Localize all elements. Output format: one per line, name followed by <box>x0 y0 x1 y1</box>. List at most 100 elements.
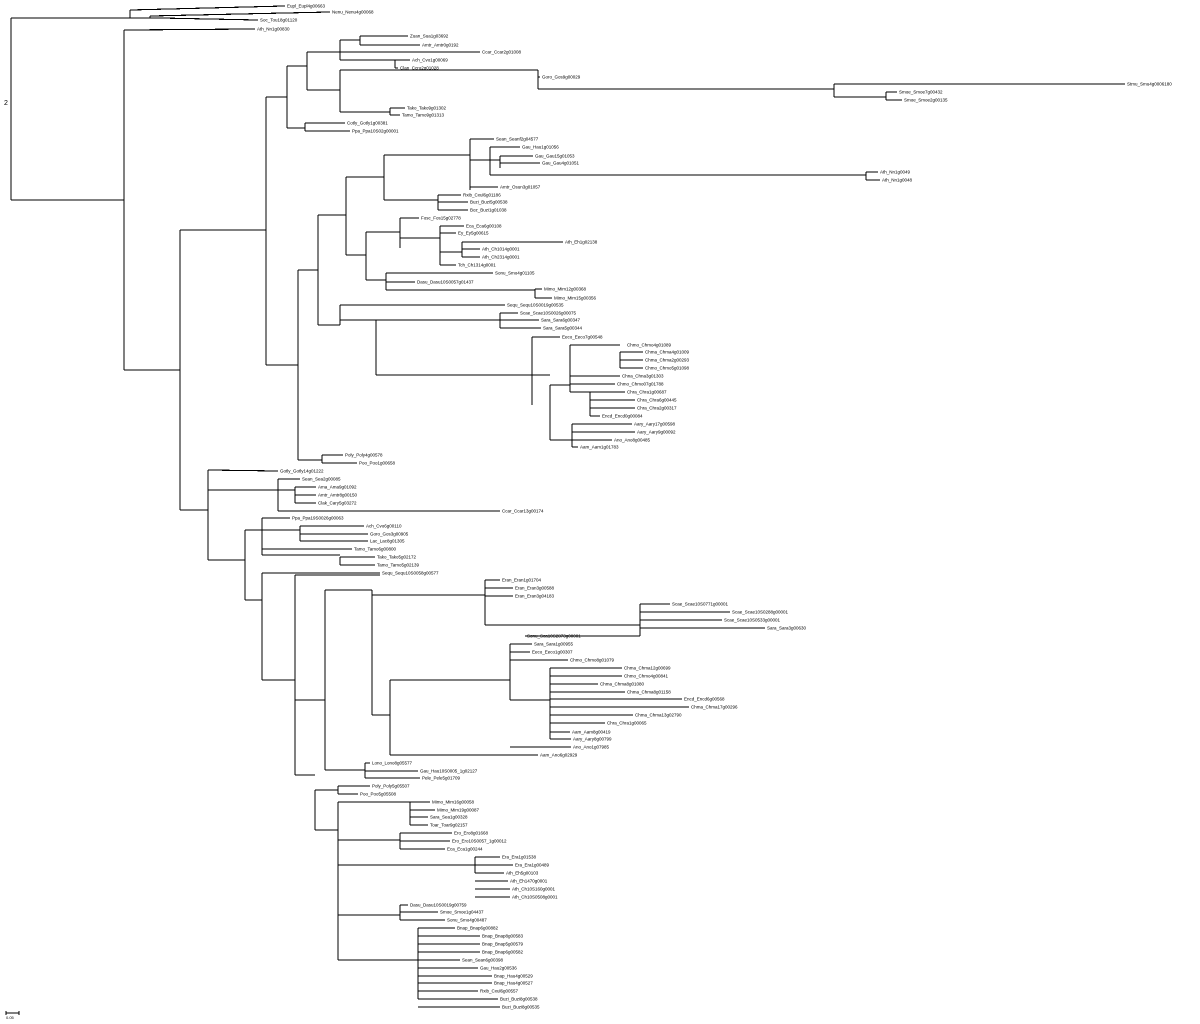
leaf-label: Chra_Chra1g00065 <box>607 721 647 726</box>
leaf-label: Sonu_Smo4g01105 <box>495 271 535 276</box>
leaf-label: Sonu_Sca10S2873g00001 <box>527 634 581 639</box>
leaf-label: Aam_Aam8g00419 <box>572 730 611 735</box>
leaf-label: Tch_Ch1314g0001 <box>458 263 496 268</box>
leaf-label: Tamo_Tamo5g02139 <box>377 563 420 568</box>
leaf-label: Smoe_Smoe7g00432 <box>899 90 943 95</box>
tree-branch <box>123 28 256 31</box>
leaf-label: Chma_Chma8g01080 <box>600 682 645 687</box>
leaf-label: Encd_Encd0g00084 <box>602 414 643 419</box>
leaf-label: Clan_Ccro2g01028 <box>400 66 439 71</box>
leaf-label: Sara_Sara3g00630 <box>767 626 807 631</box>
leaf-label: Lono_Lono8g05577 <box>372 761 413 766</box>
leaf-label: Dasu_Dasu10S0019g00759 <box>410 903 467 908</box>
leaf-label: Chmo_Chmo5g01098 <box>645 366 690 371</box>
leaf-label: Boz_Buzi1g01038 <box>470 208 507 213</box>
leaf-label: Clak_Cary5g03272 <box>318 501 357 506</box>
leaf-label: Goro_Gos3g00905 <box>370 532 409 537</box>
leaf-label: Ath_Ch10S160g0001 <box>512 887 556 892</box>
leaf-label: Gau_Gau15g01053 <box>535 154 575 159</box>
leaf-label: Eca_Eca1g00244 <box>447 847 483 852</box>
leaf-label: Chma_Chma17g00296 <box>691 705 738 710</box>
tree-branches <box>10 5 1125 1008</box>
tree-branch <box>149 11 331 17</box>
leaf-label: Ath_Ch2314g0001 <box>482 255 520 260</box>
leaf-label: Encd_Encd6g00568 <box>684 697 725 702</box>
leaf-label: Eeco_Eeco1g00307 <box>532 650 573 655</box>
leaf-label: Aam_Ano6g02929 <box>540 753 578 758</box>
leaf-label: Ath_Eh5g00103 <box>506 871 539 876</box>
leaf-label: Era_Era1g00489 <box>515 863 550 868</box>
leaf-label: Chra_Chra6g00445 <box>637 398 677 403</box>
leaf-label: Scae_Scae10S0026g00075 <box>520 311 577 316</box>
leaf-label: Ach_Cvo1g00069 <box>412 58 448 63</box>
leaf-label: Ath_Nn1g0048 <box>882 178 913 183</box>
leaf-label: Poly_Poly5g05507 <box>372 784 410 789</box>
scale-bar-label: 0.05 <box>6 1015 15 1020</box>
leaf-label: Eran_Eran1g01704 <box>502 578 542 583</box>
leaf-label: Aary_Aary9g00092 <box>637 430 676 435</box>
leaf-label: Bnap_Bnap6g00582 <box>482 950 524 955</box>
leaf-label: Ath_Ch10S0508g0001 <box>512 895 558 900</box>
leaf-label: Ath_Eh1470g0001 <box>510 879 548 884</box>
leaf-label: Ath_Nn1g0049 <box>880 170 911 175</box>
leaf-label: Chmo_Chmo07g01788 <box>617 382 664 387</box>
leaf-label: Chmo_Chmo4g01089 <box>627 343 672 348</box>
leaf-label: Gau_Hau2g00536 <box>480 966 517 971</box>
leaf-label: Amtr_Amtr0g0192 <box>422 43 459 48</box>
leaf-label: Dasu_Dasu10S0057g01437 <box>417 280 474 285</box>
leaf-label: Chma_Chma13g02790 <box>635 713 682 718</box>
leaf-label: Sara_Sara5g00344 <box>543 326 583 331</box>
leaf-label: Chmo_Chmo4g00841 <box>624 674 669 679</box>
leaf-label: Bnap_Hau4g00529 <box>494 974 533 979</box>
leaf-label: Poo_Poo1g00658 <box>359 461 396 466</box>
leaf-label: Chna_Chna3g01303 <box>622 374 664 379</box>
leaf-label: Ppa_Ppa10S02g00001 <box>352 129 399 134</box>
leaf-label: Ccar_Ccar2g01008 <box>482 50 522 55</box>
leaf-label: Poly_Poly4g00578 <box>345 453 383 458</box>
leaf-label: Ath_Eh1g02138 <box>565 240 598 245</box>
leaf-label: Ach_Cvo6g00110 <box>366 524 402 529</box>
tree-branch <box>207 469 279 472</box>
leaf-label: Sean_Seanf2g04577 <box>496 137 539 142</box>
leaf-label: Aam_Aam1g01783 <box>580 445 619 450</box>
leaf-label: Amtr_Osun3g01057 <box>500 185 541 190</box>
leaf-label: Tamo_Tamo9g01313 <box>402 113 445 118</box>
leaf-label: Era_Era1g01538 <box>502 855 537 860</box>
leaf-label: Sara_Sara1g00955 <box>534 642 574 647</box>
leaf-labels: Eupl_Eupl4g00663Nenu_Nenu4g00068Soc_Tou1… <box>257 4 1172 1010</box>
leaf-label: Gau_Hau10S0005_1g02127 <box>420 769 478 774</box>
leaf-label: Ano_Ano1g07985 <box>573 745 610 750</box>
leaf-label: Sara_Sara6g00347 <box>541 318 581 323</box>
leaf-label: Lac_Lac8g01305 <box>370 539 405 544</box>
leaf-label: Rxib_Cxul6g00557 <box>480 989 519 994</box>
leaf-label: Ppa_Ppa19S0026g00063 <box>292 516 344 521</box>
leaf-label: Ama_Ama9g01092 <box>318 485 357 490</box>
leaf-label: Smoe_Smoe1g04437 <box>440 910 484 915</box>
leaf-label: Tako_Tako5g02172 <box>377 555 417 560</box>
tree-branch <box>129 5 286 11</box>
leaf-label: Buzi_Buzi5g00538 <box>470 200 508 205</box>
leaf-label: Zuan_Sua1g03692 <box>410 34 449 39</box>
leaf-label: Smoe_Smoe2g00135 <box>904 98 948 103</box>
leaf-label: Sara_Sea1g00328 <box>430 815 468 820</box>
leaf-label: Ero_Ero8g01668 <box>454 831 489 836</box>
leaf-label: Gau_Hau1g01056 <box>522 145 559 150</box>
leaf-label: Chra_Chra1g00687 <box>627 390 667 395</box>
root-label: 2 <box>4 100 8 107</box>
leaf-label: Scae_Scae10S0771g00001 <box>672 602 729 607</box>
leaf-label: Gotly_Gotly14g01222 <box>280 469 324 474</box>
leaf-label: Ccar_Ccar13g00174 <box>502 509 544 514</box>
leaf-label: Cotly_Gotly1g00381 <box>347 121 388 126</box>
leaf-label: Eca_Eca6g00108 <box>466 224 502 229</box>
leaf-label: Chma_Chma12g00699 <box>624 666 671 671</box>
leaf-label: Stmu_Smu4g0006180 <box>1127 82 1172 87</box>
leaf-label: Eeco_Eeco7g00548 <box>562 335 603 340</box>
leaf-label: Tako_Tako9g01302 <box>407 106 447 111</box>
leaf-label: Mimo_Mim19g00087 <box>437 808 480 813</box>
leaf-label: Chra_Chra2g00317 <box>637 406 677 411</box>
leaf-label: Gau_Gau4g01051 <box>542 161 580 166</box>
leaf-label: Buzi_Buzi8g00538 <box>500 997 538 1002</box>
leaf-label: Mimo_Mim16g00058 <box>432 800 475 805</box>
leaf-label: Eran_Eran3g00588 <box>515 586 555 591</box>
leaf-label: Toar_Toar9g02157 <box>430 823 468 828</box>
